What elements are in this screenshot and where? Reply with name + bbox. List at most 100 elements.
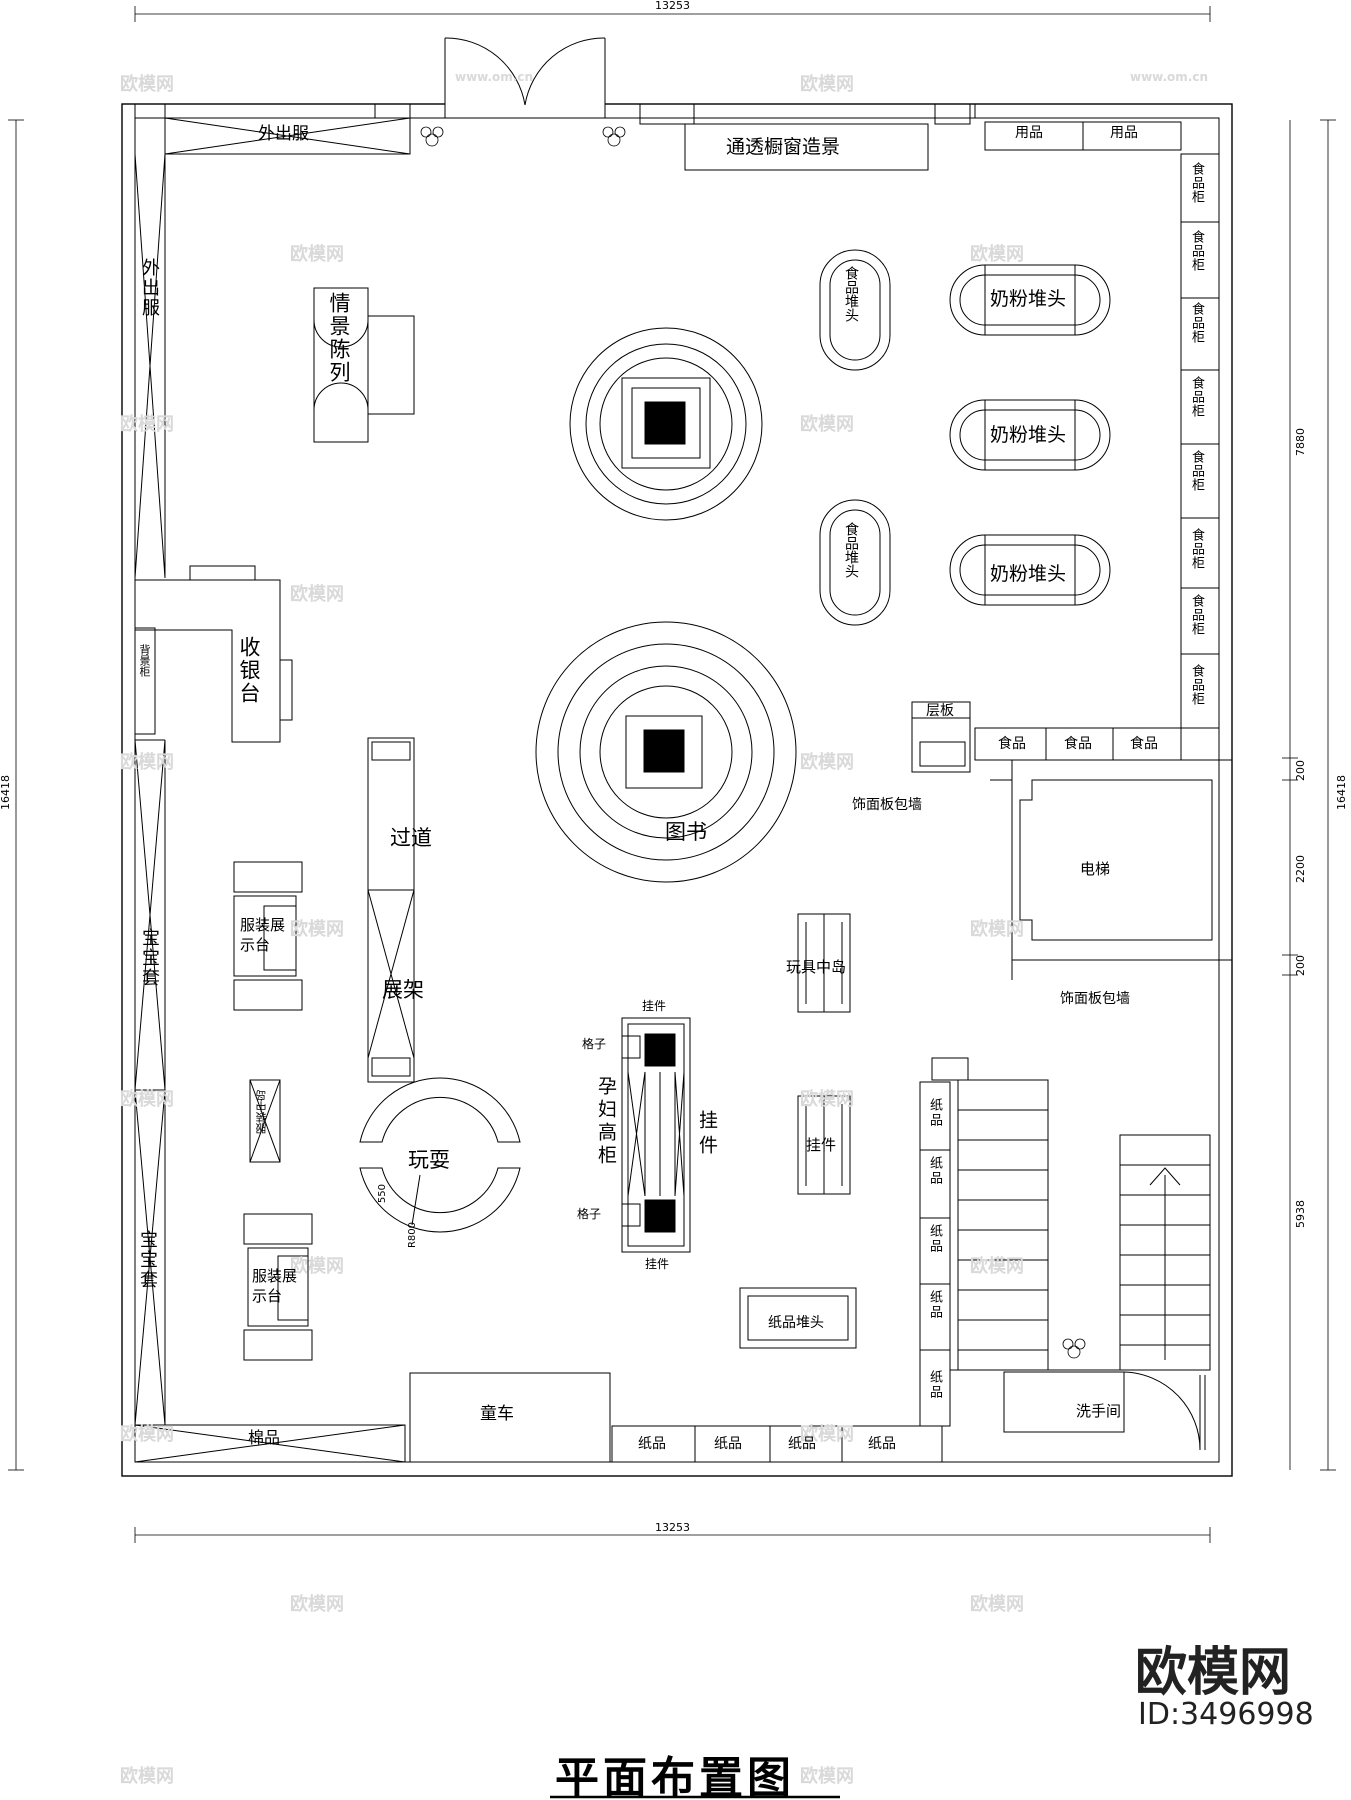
- watermark: 欧模网: [800, 414, 854, 435]
- watermark: 欧模网: [120, 1089, 174, 1110]
- dim-right-lower: 5938: [1294, 1200, 1307, 1228]
- play-area: [359, 1077, 521, 1233]
- maternity-cabinet: [621, 1017, 691, 1253]
- label-scene-display: 情景陈列: [327, 292, 351, 384]
- watermark: www.om.cn: [455, 70, 534, 84]
- label-stroller: 童车: [480, 1404, 514, 1424]
- label-aisle: 过道: [390, 826, 432, 850]
- label-r550: 550: [377, 1184, 388, 1204]
- round-display-books: [535, 621, 797, 883]
- label-food-cabinet-3: 食品柜: [1189, 302, 1204, 344]
- label-paper-side-5: 纸品: [927, 1370, 942, 1400]
- label-grid-2: 格子: [577, 1207, 602, 1221]
- dim-height-right: 16418: [1335, 775, 1348, 810]
- entrance-door: [444, 37, 606, 106]
- label-elevator: 电梯: [1080, 860, 1111, 878]
- paper-stack-display: [739, 1287, 857, 1349]
- watermark: 欧模网: [120, 752, 174, 773]
- watermark: 欧模网: [800, 1089, 854, 1110]
- watermark: 欧模网: [970, 1594, 1024, 1615]
- label-hanging-side: 挂件: [696, 1110, 718, 1160]
- label-clothing-display-1: 服装展示台: [240, 916, 286, 954]
- label-paper-3: 纸品: [788, 1436, 816, 1452]
- watermark: 欧模网: [120, 74, 174, 95]
- label-books: 图书: [665, 820, 707, 844]
- label-cashier: 收银台: [237, 636, 261, 705]
- label-food-1: 食品: [998, 736, 1026, 752]
- label-food-cabinet-5: 食品柜: [1189, 450, 1204, 492]
- watermark: 欧模网: [970, 1256, 1024, 1277]
- watermark: www.om.cn: [1130, 70, 1209, 84]
- bottom-wall-units: [409, 1057, 969, 1463]
- label-supplies-2: 用品: [1110, 125, 1138, 141]
- top-wall-furniture: [134, 103, 1182, 171]
- cashier-counter: [134, 565, 293, 743]
- watermark: 欧模网: [800, 1766, 854, 1787]
- elevator-shaft: [990, 759, 1233, 980]
- watermark: 欧模网: [290, 1256, 344, 1277]
- label-cladding-2: 饰面板包墙: [1060, 991, 1130, 1007]
- label-rack: 展架: [382, 978, 424, 1002]
- label-milk-3: 奶粉堆头: [990, 563, 1067, 585]
- label-food-cabinet-4: 食品柜: [1189, 376, 1204, 418]
- label-food-stack-2: 食品堆头: [843, 522, 859, 578]
- watermark: 欧模网: [970, 919, 1024, 940]
- watermark: 欧模网: [800, 74, 854, 95]
- watermark: 欧模网: [120, 414, 174, 435]
- brand-logo: 欧模网: [1135, 1643, 1292, 1703]
- watermark: 欧模网: [800, 752, 854, 773]
- label-hanging-bottom: 挂件: [645, 1257, 670, 1271]
- toy-island: [797, 913, 851, 1195]
- label-hanging-top: 挂件: [642, 999, 667, 1013]
- left-wall-units: [134, 118, 406, 1463]
- label-paper-1: 纸品: [638, 1436, 666, 1452]
- dim-right-2200: 2200: [1294, 855, 1307, 883]
- watermark: 欧模网: [290, 1594, 344, 1615]
- dim-right-200a: 200: [1294, 760, 1307, 781]
- dim-height-left: 16418: [0, 775, 12, 810]
- label-food-cabinet-7: 食品柜: [1189, 594, 1204, 636]
- label-food-cabinet-2: 食品柜: [1189, 230, 1204, 272]
- label-outwear-top: 外出服: [258, 124, 309, 144]
- aisle-rack: [367, 737, 415, 1083]
- brand-id: ID:3496998: [1138, 1697, 1314, 1732]
- page-title: 平面布置图: [555, 1753, 795, 1800]
- label-paper-side-1: 纸品: [927, 1098, 942, 1128]
- food-stacks: [819, 249, 891, 626]
- label-toy-island: 玩具中岛: [786, 958, 847, 976]
- label-food-stack-1: 食品堆头: [843, 266, 859, 322]
- dim-width-bottom: 13253: [655, 1521, 690, 1534]
- label-baby-set-2: 宝宝套: [137, 1230, 158, 1290]
- label-paper-2: 纸品: [714, 1436, 742, 1452]
- clothing-displays: [233, 861, 313, 1361]
- label-clothing-island: 服装中岛: [255, 1090, 268, 1134]
- staircase: [950, 1079, 1211, 1371]
- label-milk-1: 奶粉堆头: [990, 288, 1067, 310]
- label-paper-side-2: 纸品: [927, 1156, 942, 1186]
- watermark: 欧模网: [290, 584, 344, 605]
- watermark: 欧模网: [120, 1424, 174, 1445]
- dimension-lines: [8, 6, 1336, 1543]
- scene-display: [313, 287, 415, 443]
- label-food-cabinet-8: 食品柜: [1189, 664, 1204, 706]
- label-grid-1: 格子: [582, 1037, 607, 1051]
- dim-right-upper: 7880: [1294, 428, 1307, 456]
- watermark: 欧模网: [290, 919, 344, 940]
- label-shelf-board: 层板: [926, 703, 954, 719]
- label-washroom: 洗手间: [1076, 1402, 1122, 1420]
- label-back-cabinet: 背景柜: [138, 644, 151, 677]
- label-clothing-display-2: 服装展示台: [252, 1267, 298, 1305]
- dim-right-200b: 200: [1294, 955, 1307, 976]
- label-hanging-rack: 挂件: [806, 1136, 837, 1154]
- label-food-cabinet-6: 食品柜: [1189, 528, 1204, 570]
- label-food-cabinet-1: 食品柜: [1189, 162, 1204, 204]
- label-paper-4: 纸品: [868, 1436, 896, 1452]
- milk-powder-stacks: [949, 264, 1111, 606]
- label-window-display: 通透橱窗造景: [726, 136, 841, 158]
- label-maternity-cabinet: 孕妇高柜: [595, 1076, 617, 1168]
- label-food-3: 食品: [1130, 736, 1158, 752]
- label-paper-stack: 纸品堆头: [768, 1315, 824, 1331]
- watermark: 欧模网: [120, 1766, 174, 1787]
- label-toys: 玩耍: [408, 1148, 450, 1172]
- label-r800: R800: [407, 1222, 418, 1249]
